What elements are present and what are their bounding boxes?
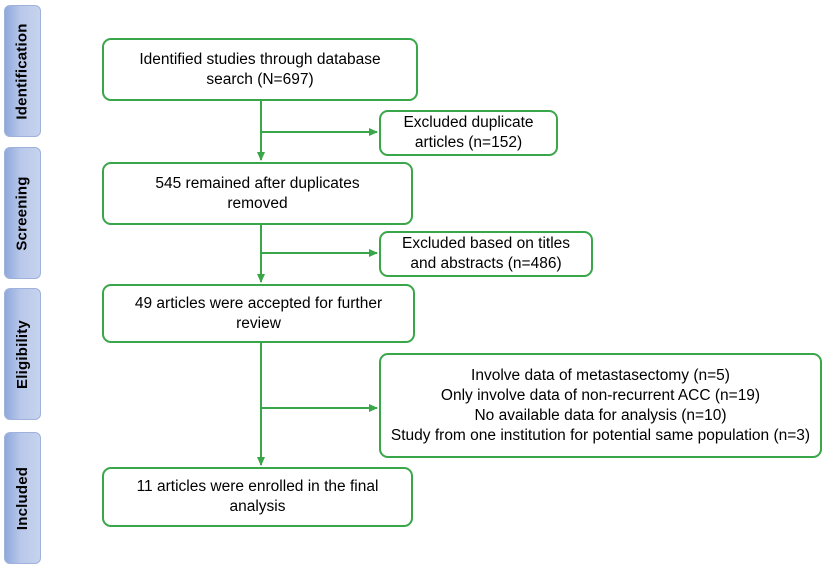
stage-screening: Screening bbox=[4, 147, 41, 279]
box-excluded-reasons: Involve data of metastasectomy (n=5) Onl… bbox=[379, 353, 822, 458]
box-identified-text: Identified studies through database sear… bbox=[139, 50, 381, 88]
excluded-reason-item: Involve data of metastasectomy (n=5) bbox=[471, 366, 730, 384]
box-excluded-titles: Excluded based on titles and abstracts (… bbox=[379, 231, 593, 277]
box-accepted-text: 49 articles were accepted for further re… bbox=[134, 294, 383, 332]
stage-identification: Identification bbox=[4, 5, 41, 137]
box-excluded-duplicates: Excluded duplicate articles (n=152) bbox=[379, 110, 558, 156]
box-identified: Identified studies through database sear… bbox=[102, 38, 418, 101]
box-remained-text: 545 remained after duplicates removed bbox=[155, 174, 360, 212]
box-excluded-duplicates-text: Excluded duplicate articles (n=152) bbox=[403, 114, 534, 151]
box-enrolled-text: 11 articles were enrolled in the final a… bbox=[136, 478, 379, 515]
box-enrolled: 11 articles were enrolled in the final a… bbox=[102, 467, 413, 527]
box-accepted: 49 articles were accepted for further re… bbox=[102, 284, 415, 343]
stage-included: Included bbox=[4, 432, 41, 564]
stage-eligibility: Eligibility bbox=[4, 288, 41, 420]
box-excluded-titles-text: Excluded based on titles and abstracts (… bbox=[401, 235, 571, 272]
excluded-reason-item: No available data for analysis (n=10) bbox=[474, 406, 727, 424]
excluded-reason-item: Study from one institution for potential… bbox=[390, 426, 811, 444]
excluded-reason-item: Only involve data of non-recurrent ACC (… bbox=[440, 386, 761, 404]
box-remained: 545 remained after duplicates removed bbox=[102, 162, 413, 225]
